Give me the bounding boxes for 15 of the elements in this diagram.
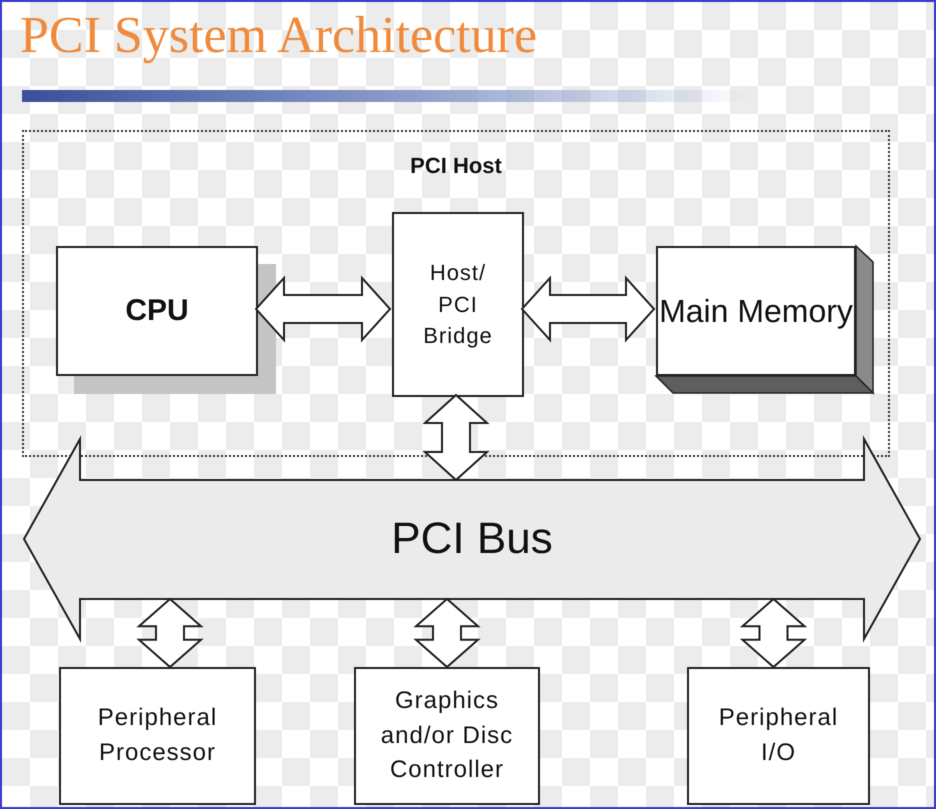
block-label: Host/ PCI Bridge <box>422 258 494 350</box>
double-arrow <box>520 275 656 343</box>
block-label: Main Memory <box>659 292 853 331</box>
block-label: CPU <box>125 293 189 330</box>
block <box>687 667 870 805</box>
slide-title: PCI System Architecture <box>20 6 538 65</box>
block-label: Peripheral I/O <box>718 703 840 768</box>
group-label: PCI Host <box>410 152 502 180</box>
double-arrow <box>254 275 392 343</box>
block-label: Peripheral Processor <box>96 703 218 768</box>
host-boundary <box>22 130 890 457</box>
block <box>59 667 256 805</box>
block <box>392 212 524 397</box>
block-label: Graphics and/or Disc Controller <box>380 686 514 786</box>
block <box>354 667 540 805</box>
